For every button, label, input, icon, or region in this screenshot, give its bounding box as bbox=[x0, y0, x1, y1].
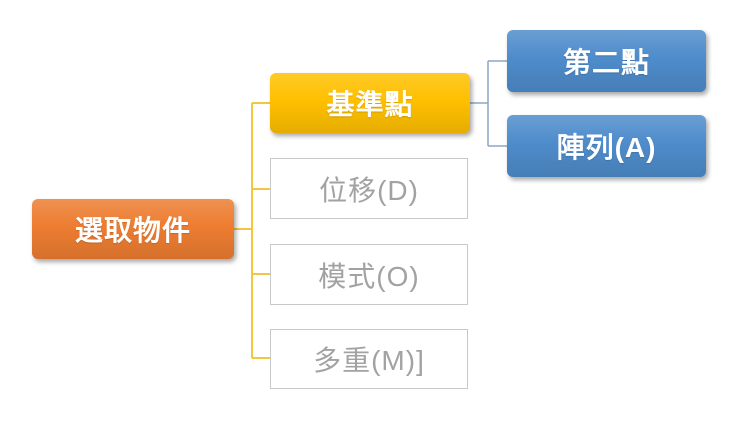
node-array: 陣列(A) bbox=[507, 115, 706, 177]
connector-group-yellow bbox=[234, 102, 270, 359]
node-base-point: 基準點 bbox=[270, 73, 470, 133]
node-displacement: 位移(D) bbox=[270, 158, 468, 219]
connector-group-blue bbox=[470, 60, 507, 147]
node-second-point: 第二點 bbox=[507, 30, 706, 92]
node-mode: 模式(O) bbox=[270, 244, 468, 305]
node-select-object: 選取物件 bbox=[32, 199, 234, 259]
node-multiple: 多重(M)] bbox=[270, 329, 468, 389]
